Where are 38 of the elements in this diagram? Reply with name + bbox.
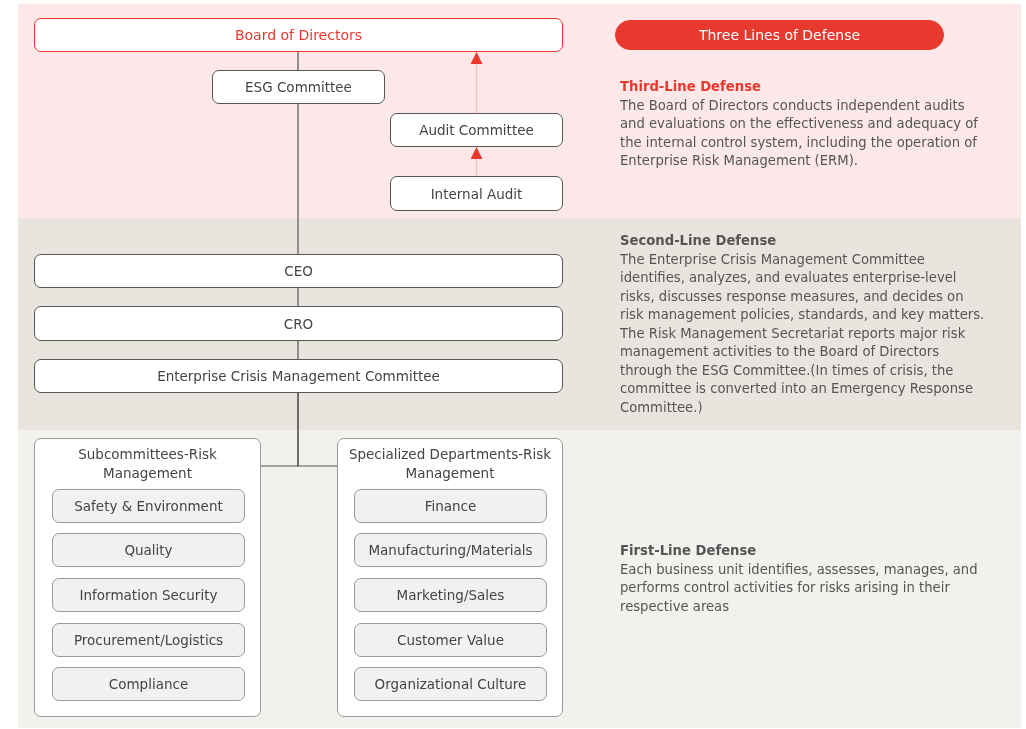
arrow [470,51,483,114]
band-background [18,218,1021,430]
item-box: Information Security [52,578,245,612]
item-box: Customer Value [354,623,547,657]
group-heading: Specialized Departments-Risk Management [347,445,553,483]
item-box: Manufacturing/Materials [354,533,547,567]
group-heading: Subcommittees-Risk Management [77,445,218,483]
org-box: CEO [34,254,563,288]
item-box: Procurement/Logistics [52,623,245,657]
connector-line [297,103,299,255]
band-background [18,430,1021,728]
org-box: ESG Committee [212,70,385,104]
org-box: Enterprise Crisis Management Committee [34,359,563,393]
description-text: The Enterprise Crisis Management Committee identifies, analyzes, and evaluates enterprise-level risks, discusses response measures, and decides on risk management policies, standards, and key matters. The Risk Management Secretariat reports major risk management activities to the Board of Directors through the ESG Committee.(In times of crisis, the committee is converted into an Emergency Response Committee.) [620,250,985,417]
item-box: Safety & Environment [52,489,245,523]
item-box: Organizational Culture [354,667,547,701]
org-box: CRO [34,306,563,341]
item-box: Finance [354,489,547,523]
title-pill: Three Lines of Defense [615,20,944,50]
group-box [34,438,261,717]
board-box: Board of Directors [34,18,563,52]
org-box: Internal Audit [390,176,563,211]
item-box: Quality [52,533,245,567]
arrow [470,146,483,177]
item-box: Marketing/Sales [354,578,547,612]
description-text: The Board of Directors conducts independent audits and evaluations on the effectiveness and adequacy of the internal control system, including the operation of Enterprise Risk Management (ERM). [620,96,979,170]
connector-line [297,392,338,467]
group-box [337,438,563,717]
connector-line [297,287,299,307]
section-heading: First-Line Defense [620,542,758,560]
band-background [18,4,1021,218]
description-text: Each business unit identifies, assesses, manages, and performs control activities for risks arising in their respective areas [620,560,979,616]
section-heading: Third-Line Defense [620,78,762,96]
section-heading: Second-Line Defense [620,232,778,250]
item-box: Compliance [52,667,245,701]
connector-line [297,51,299,71]
org-box: Audit Committee [390,113,563,147]
connector-line [297,340,299,360]
